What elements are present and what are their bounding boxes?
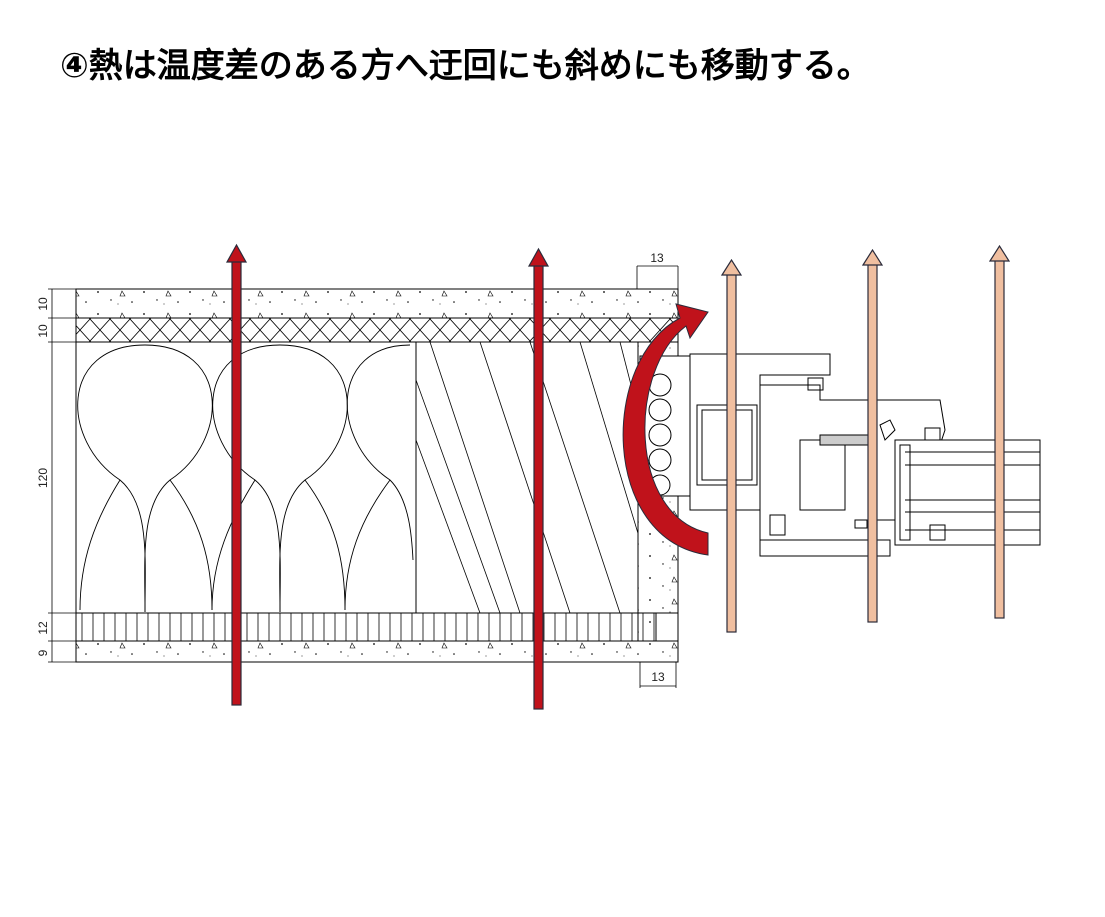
dimension-top-offset: 13 — [636, 251, 679, 289]
dim-label-4: 12 — [36, 621, 50, 635]
window-arrow-3 — [988, 244, 1011, 619]
dimension-bottom-offset: 13 — [639, 662, 677, 688]
dim-label-5: 9 — [36, 649, 50, 656]
window-frame-section — [639, 353, 1041, 557]
dim-label-3: 120 — [36, 468, 50, 488]
page-title: ④熱は温度差のある方へ迂回にも斜めにも移動する。 — [60, 46, 871, 86]
heat-flow-arrows-window — [720, 244, 1011, 633]
wall-section — [75, 288, 679, 663]
dimension-labels-left: 10 10 120 12 9 — [36, 288, 76, 663]
bypass-heat-arrow — [622, 303, 709, 556]
window-arrow-2 — [861, 248, 884, 623]
heat-flow-arrows-wall — [225, 243, 550, 710]
heat-arrow-1 — [225, 243, 248, 706]
dim-label-2: 10 — [36, 324, 50, 338]
dim-bottom-label: 13 — [651, 670, 665, 684]
dim-label-1: 10 — [36, 297, 50, 311]
heat-arrow-2 — [527, 247, 550, 710]
window-arrow-1 — [720, 258, 743, 633]
dim-top-label: 13 — [650, 251, 664, 265]
